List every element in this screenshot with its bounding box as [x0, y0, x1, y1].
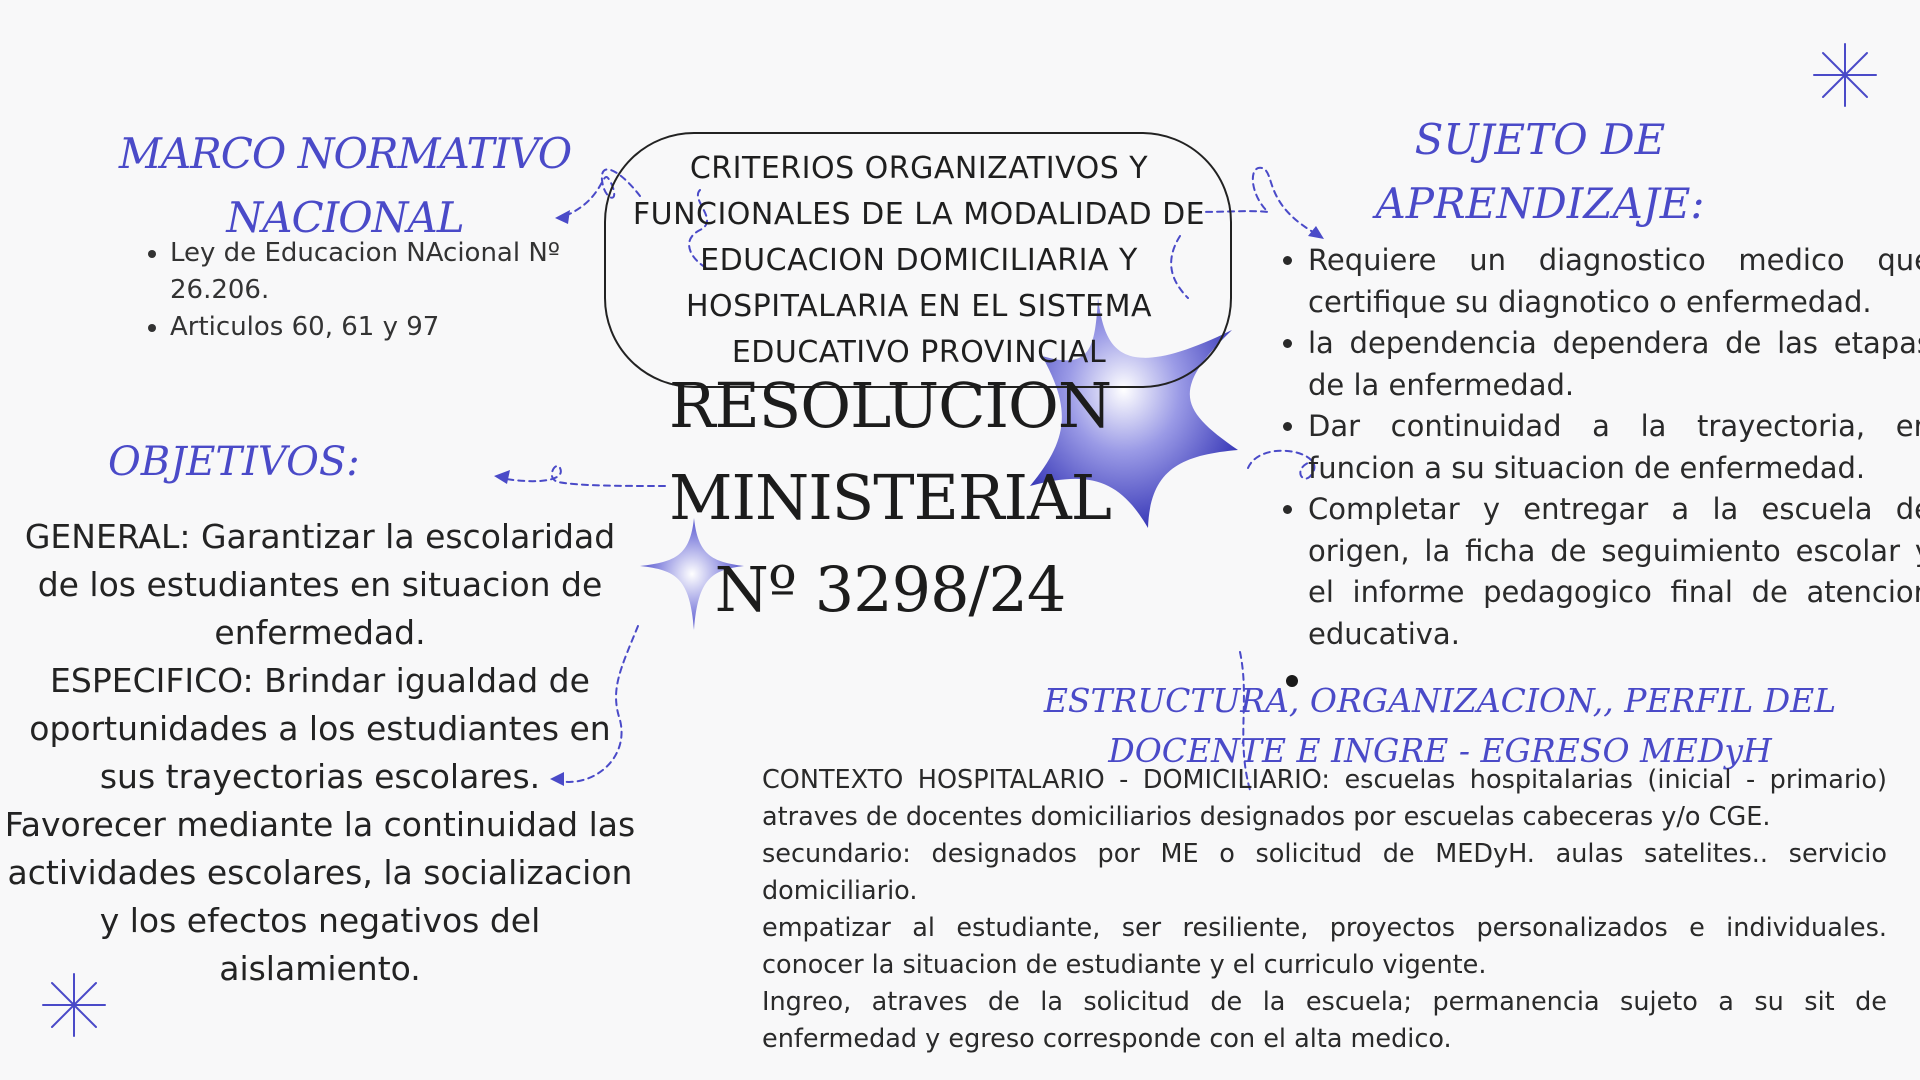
marco-normativo-list: Ley de Educacion NAcional Nº 26.206. Art… — [140, 235, 590, 346]
arrow-to-especifico — [554, 625, 639, 783]
bullet-dot — [1286, 675, 1298, 687]
estructura-title: ESTRUCTURA, ORGANIZACION,, PERFIL DEL DO… — [1043, 681, 1837, 770]
main-title: CRITERIOS ORGANIZATIVOS Y FUNCIONALES DE… — [632, 151, 1206, 370]
objetivo-favorecer: Favorecer mediante la continuidad las ac… — [4, 805, 636, 988]
arrow-pill-squiggle — [1170, 235, 1189, 299]
estructura-paragraph: Ingreo, atraves de la solicitud de la es… — [762, 987, 1887, 1054]
objetivos-title: OBJETIVOS: — [108, 439, 360, 485]
list-item: Completar y entregar a la escuela de ori… — [1308, 489, 1920, 655]
sujeto-aprendizaje-title: SUJETO DE APRENDIZAJE: — [1375, 115, 1705, 228]
sujeto-aprendizaje-list: Requiere un diagnostico medico que certi… — [1278, 240, 1920, 655]
arrowhead-marco — [555, 210, 570, 224]
resolucion-ministerial: RESOLUCION MINISTERIAL Nº 3298/24 — [668, 369, 1112, 626]
arrowhead-especifico — [550, 772, 564, 786]
arrow-to-estructura-loop — [1247, 449, 1316, 480]
estructura-paragraph: CONTEXTO HOSPITALARIO - DOMICILIARIO: es… — [762, 765, 1887, 832]
burst-top-right-icon — [1813, 43, 1877, 107]
marco-normativo-title: MARCO NORMATIVO NACIONAL — [118, 129, 572, 242]
burst-bottom-left-icon — [42, 973, 106, 1037]
arrow-to-sujeto — [1194, 166, 1321, 237]
objetivo-especifico: ESPECIFICO: Brindar igualdad de oportuni… — [29, 661, 611, 796]
center-title-frame — [604, 132, 1232, 388]
sparkle-icon — [640, 518, 744, 630]
objetivo-general: GENERAL: Garantizar la escolaridad de lo… — [24, 517, 616, 652]
estructura-text: CONTEXTO HOSPITALARIO - DOMICILIARIO: es… — [762, 762, 1887, 1058]
list-item: Ley de Educacion NAcional Nº 26.206. — [170, 235, 590, 309]
objetivos-text: GENERAL: Garantizar la escolaridad de lo… — [0, 513, 640, 993]
list-item: Requiere un diagnostico medico que certi… — [1308, 240, 1920, 323]
list-item: Articulos 60, 61 y 97 — [170, 309, 590, 346]
arrowhead-objetivos — [494, 470, 510, 484]
list-item: la dependencia dependera de las etapas d… — [1308, 323, 1920, 406]
arrow-to-marco-squiggle — [688, 189, 711, 271]
arrow-down-estructura — [1239, 651, 1251, 791]
arrowhead-sujeto — [1308, 226, 1324, 239]
list-item: Dar continuidad a la trayectoria, en fun… — [1308, 406, 1920, 489]
estructura-paragraph: empatizar al estudiante, ser resiliente,… — [762, 913, 1887, 980]
estructura-paragraph: secundario: designados por ME o solicitu… — [762, 839, 1887, 906]
